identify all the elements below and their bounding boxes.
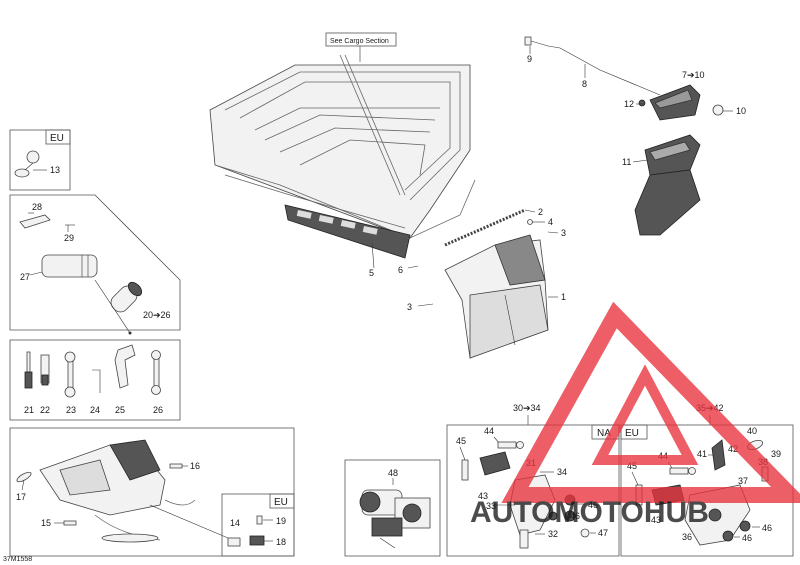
callout-41: 41	[697, 449, 707, 459]
callout-23: 23	[66, 405, 76, 415]
callout-32: 32	[548, 529, 558, 539]
callout-12: 12	[624, 99, 634, 109]
eu-tag-top: EU	[50, 133, 64, 144]
cargo-rack-frame	[209, 54, 476, 239]
callout-18: 18	[276, 537, 286, 547]
part-14-reflector	[227, 537, 241, 547]
part-48-winch	[359, 489, 431, 549]
part-1-snow-flap	[444, 234, 549, 359]
part-5-side-panel	[284, 204, 411, 259]
tool-bag-box	[9, 194, 181, 331]
part-43-plate-na	[479, 451, 511, 476]
callout-43b: 43	[651, 515, 661, 525]
callout-17: 17	[16, 492, 26, 502]
part-23-wrench	[64, 351, 76, 398]
watermark-logo: AUTOMOTOHUB	[470, 301, 800, 529]
eu-mirror-box	[9, 129, 71, 191]
callout-2: 2	[538, 207, 543, 217]
part-21-screwdriver	[24, 351, 33, 389]
callout-4: 4	[548, 217, 553, 227]
part-20-tool-roll	[110, 281, 143, 313]
watermark-text: AUTOMOTOHUB	[470, 496, 709, 529]
callout-36: 36	[682, 532, 692, 542]
wiring-harness	[524, 36, 661, 96]
part-2-strip	[444, 208, 526, 247]
callout-25: 25	[115, 405, 125, 415]
part-41-latch	[711, 439, 726, 471]
part-27-tool-bag	[41, 254, 98, 278]
part-28-clip	[19, 214, 51, 229]
callout-10: 10	[736, 106, 746, 116]
callout-28: 28	[32, 202, 42, 212]
callout-34: 34	[557, 467, 567, 477]
part-7-tail-light	[649, 84, 701, 121]
callout-20-to-26: 20➔26	[143, 310, 171, 320]
part-25-spanner	[114, 344, 136, 389]
callout-3a: 3	[561, 228, 566, 238]
callout-26: 26	[153, 405, 163, 415]
callout-37: 37	[738, 476, 748, 486]
callout-21: 21	[24, 405, 34, 415]
callout-24: 24	[90, 405, 100, 415]
callout-48: 48	[388, 468, 398, 478]
callout-16: 16	[190, 461, 200, 471]
callout-45a: 45	[456, 436, 466, 446]
eu-tag-right: EU	[625, 428, 639, 439]
callout-3b: 3	[407, 302, 412, 312]
callout-46a: 46	[588, 500, 598, 510]
callout-15: 15	[41, 518, 51, 528]
see-cargo-section-label: See Cargo Section	[330, 38, 389, 45]
callout-46b: 46	[570, 511, 580, 521]
callout-44a: 44	[484, 426, 494, 436]
part-13-reflector	[14, 150, 40, 178]
callout-46d: 46	[742, 533, 752, 543]
callout-47: 47	[598, 528, 608, 538]
part-19-screw	[256, 515, 263, 525]
callout-30-to-34: 30➔34	[513, 403, 541, 413]
tool-kit-box	[9, 339, 181, 421]
callout-39: 39	[771, 449, 781, 459]
part-26-wrench	[151, 350, 161, 395]
callout-13: 13	[50, 165, 60, 175]
winch-box	[344, 459, 441, 557]
snowmobile-overview-box	[9, 427, 295, 557]
snowmobile-illustration	[39, 439, 196, 543]
part-18-reflector	[249, 535, 265, 546]
part-45-bolt	[461, 459, 469, 481]
part-22-spark-plug-tool	[40, 354, 50, 386]
callout-8: 8	[582, 79, 587, 89]
callout-43a: 43	[478, 491, 488, 501]
callout-7-to-10: 7➔10	[682, 70, 705, 80]
part-11-light-housing	[634, 134, 701, 236]
callout-27: 27	[20, 272, 30, 282]
callout-6: 6	[398, 265, 403, 275]
callout-46c: 46	[762, 523, 772, 533]
callout-45b: 45	[627, 461, 637, 471]
diagram-code: 37M1558	[3, 556, 32, 563]
na-tag: NA	[597, 428, 611, 439]
eu-reflector-box	[221, 493, 295, 557]
callout-22: 22	[40, 405, 50, 415]
callout-40: 40	[747, 426, 757, 436]
see-cargo-section-box	[325, 32, 397, 47]
callout-42: 42	[728, 444, 738, 454]
eu-tag-bottom: EU	[274, 497, 288, 508]
callout-1: 1	[561, 292, 566, 302]
callout-19: 19	[276, 516, 286, 526]
part-24-hex-key	[92, 369, 101, 393]
callout-11: 11	[622, 157, 631, 167]
callout-5: 5	[369, 268, 374, 278]
callout-33: 33	[486, 501, 496, 511]
callout-9: 9	[527, 54, 532, 64]
callout-14: 14	[230, 518, 240, 528]
callout-29: 29	[64, 233, 74, 243]
